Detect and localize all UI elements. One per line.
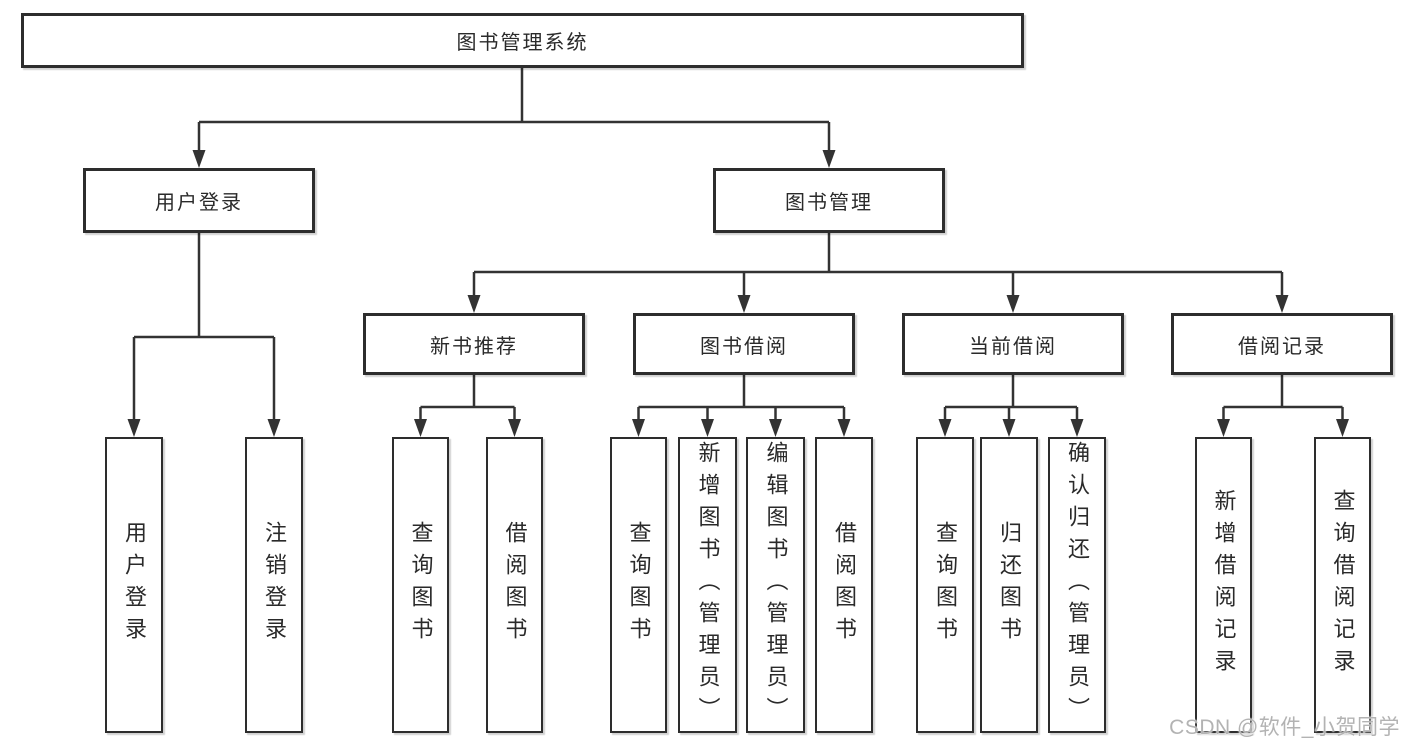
node-book-management: 图书管理 <box>713 168 945 233</box>
node-user-login: 用户登录 <box>83 168 315 233</box>
leaf-user-login: 用户登录 <box>105 437 163 733</box>
leaf-edit-books-admin: 编辑图书（管理员） <box>746 437 805 733</box>
leaf-return-books: 归还图书 <box>980 437 1038 733</box>
node-current-borrowing: 当前借阅 <box>902 313 1124 375</box>
arrowheads <box>127 150 1349 437</box>
node-library-management-system: 图书管理系统 <box>21 13 1024 68</box>
node-book-borrowing: 图书借阅 <box>633 313 855 375</box>
leaf-borrow-books-recommend: 借阅图书 <box>486 437 543 733</box>
leaf-confirm-return-admin: 确认归还（管理员） <box>1048 437 1106 733</box>
csdn-watermark: CSDN @软件_小贺同学 <box>1169 716 1400 739</box>
node-new-book-recommendation: 新书推荐 <box>363 313 585 375</box>
leaf-logout-login: 注销登录 <box>245 437 303 733</box>
leaf-query-borrow-record: 查询借阅记录 <box>1314 437 1371 733</box>
leaf-borrow-books-borrowing: 借阅图书 <box>815 437 873 733</box>
leaf-query-books-borrowing: 查询图书 <box>610 437 667 733</box>
node-borrowing-records: 借阅记录 <box>1171 313 1393 375</box>
leaf-query-books-recommend: 查询图书 <box>392 437 449 733</box>
leaf-query-books-current: 查询图书 <box>916 437 974 733</box>
leaf-add-books-admin: 新增图书（管理员） <box>678 437 737 733</box>
leaf-add-borrow-record: 新增借阅记录 <box>1195 437 1252 733</box>
